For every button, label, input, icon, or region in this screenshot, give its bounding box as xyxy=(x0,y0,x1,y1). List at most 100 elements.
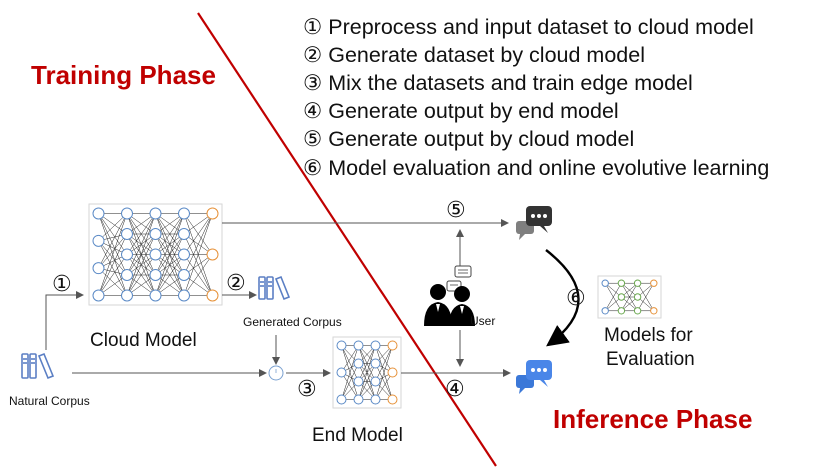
cloud-net-edge xyxy=(98,213,128,255)
eval-net-edge xyxy=(637,283,655,311)
inference-phase-title: Inference Phase xyxy=(553,404,753,434)
cloud-net-node xyxy=(92,234,105,247)
cloud-net-node xyxy=(178,207,190,220)
cloud-net-node xyxy=(121,228,133,240)
cloud-net-edge xyxy=(126,213,156,296)
cloud-net-node xyxy=(121,248,133,261)
step-4: ④ Generate output by end model xyxy=(303,99,619,123)
cloud-net-node xyxy=(149,207,162,220)
cloud-net-node xyxy=(178,228,190,240)
end-net-edge xyxy=(341,345,359,382)
end-net-node xyxy=(353,340,364,351)
end-net-edge xyxy=(341,363,359,400)
end-net-node xyxy=(370,358,381,369)
marker-6: ⑥ xyxy=(566,285,586,310)
end-net-edge xyxy=(375,345,393,400)
cloud-net-edge xyxy=(155,233,185,296)
end-net-node xyxy=(370,376,381,387)
end-net-node xyxy=(387,394,398,405)
cloud-model-network xyxy=(88,203,223,306)
cloud-net-node xyxy=(92,289,105,302)
end-net-edge xyxy=(375,372,393,400)
cloud-net-edge xyxy=(183,254,213,296)
cloud-net-edge xyxy=(98,233,128,296)
end-net-edge xyxy=(375,345,393,373)
cloud-net-edge xyxy=(98,213,128,242)
cloud-net-node xyxy=(121,289,133,302)
evaluation-model-network xyxy=(597,275,662,319)
end-net-node xyxy=(336,367,347,378)
end-net-node xyxy=(387,367,398,378)
eval-net-node xyxy=(633,293,642,301)
cloud-output-chat-icon xyxy=(516,206,552,240)
generated-corpus-label: Generated Corpus xyxy=(243,315,342,329)
cloud-net-edge xyxy=(98,240,128,296)
end-net-edge xyxy=(358,345,376,400)
end-net-edge xyxy=(358,345,376,382)
models-for-label: Models for xyxy=(604,325,693,346)
eval-net-node xyxy=(617,307,626,315)
end-net-edge xyxy=(375,345,393,382)
step-3: ③ Mix the datasets and train edge model xyxy=(303,71,693,95)
eval-net-node xyxy=(633,279,642,287)
cloud-net-edge xyxy=(126,213,156,255)
cloud-net-edge xyxy=(98,213,128,269)
arrow-natural-to-cloud xyxy=(45,291,84,350)
training-phase-title: Training Phase xyxy=(31,60,216,90)
evaluation-label: Evaluation xyxy=(606,349,695,370)
cloud-net-node xyxy=(149,228,162,240)
cloud-net-edge xyxy=(126,233,156,296)
eval-net-node xyxy=(650,279,658,287)
cloud-net-edge xyxy=(155,213,185,296)
eval-net-node xyxy=(633,307,642,315)
cloud-net-node xyxy=(178,248,190,261)
cloud-net-edge xyxy=(155,213,185,255)
eval-net-node xyxy=(617,293,626,301)
end-model-label: End Model xyxy=(312,425,403,446)
marker-2: ② xyxy=(226,270,246,295)
cloud-net-edge xyxy=(126,213,156,276)
marker-4: ④ xyxy=(445,376,465,401)
end-net-edge xyxy=(341,372,359,400)
cloud-net-node xyxy=(149,248,162,261)
end-model-network xyxy=(332,336,402,409)
cloud-net-edge xyxy=(98,254,128,296)
end-net-node xyxy=(387,340,398,351)
cloud-net-node xyxy=(206,289,219,302)
end-net-edge xyxy=(375,363,393,400)
end-output-chat-icon xyxy=(516,360,552,394)
end-net-node xyxy=(336,394,347,405)
marker-5: ⑤ xyxy=(446,197,466,222)
cloud-net-edge xyxy=(98,233,128,269)
end-net-node xyxy=(353,394,364,405)
cloud-net-node xyxy=(149,269,162,281)
cloud-net-edge xyxy=(155,254,185,296)
end-net-node xyxy=(353,376,364,387)
eval-net-edge xyxy=(604,283,622,311)
flow-arrows xyxy=(45,219,511,377)
end-net-edge xyxy=(358,363,376,400)
end-net-node xyxy=(353,358,364,369)
step-5: ⑤ Generate output by cloud model xyxy=(303,127,635,151)
cloud-net-edge xyxy=(183,213,213,255)
cloud-net-edge xyxy=(98,213,128,296)
end-net-edge xyxy=(341,345,359,373)
generated-corpus-icon xyxy=(258,275,291,301)
cloud-net-edge xyxy=(98,213,128,276)
cloud-model-label: Cloud Model xyxy=(90,330,197,351)
eval-net-edge xyxy=(621,283,638,311)
step-2: ② Generate dataset by cloud model xyxy=(303,43,645,67)
end-net-node xyxy=(336,340,347,351)
phase-divider xyxy=(197,12,497,467)
cloud-net-node xyxy=(92,262,105,275)
step-1: ① Preprocess and input dataset to cloud … xyxy=(303,15,754,39)
user-icon xyxy=(424,265,475,326)
natural-corpus-icon xyxy=(21,352,55,380)
eval-net-node xyxy=(601,279,609,287)
cloud-net-node xyxy=(92,207,105,220)
user-label: User xyxy=(470,314,495,328)
marker-1: ① xyxy=(52,271,72,296)
cloud-net-node xyxy=(206,248,219,261)
cloud-net-edge xyxy=(126,254,156,296)
end-net-edge xyxy=(341,345,359,400)
